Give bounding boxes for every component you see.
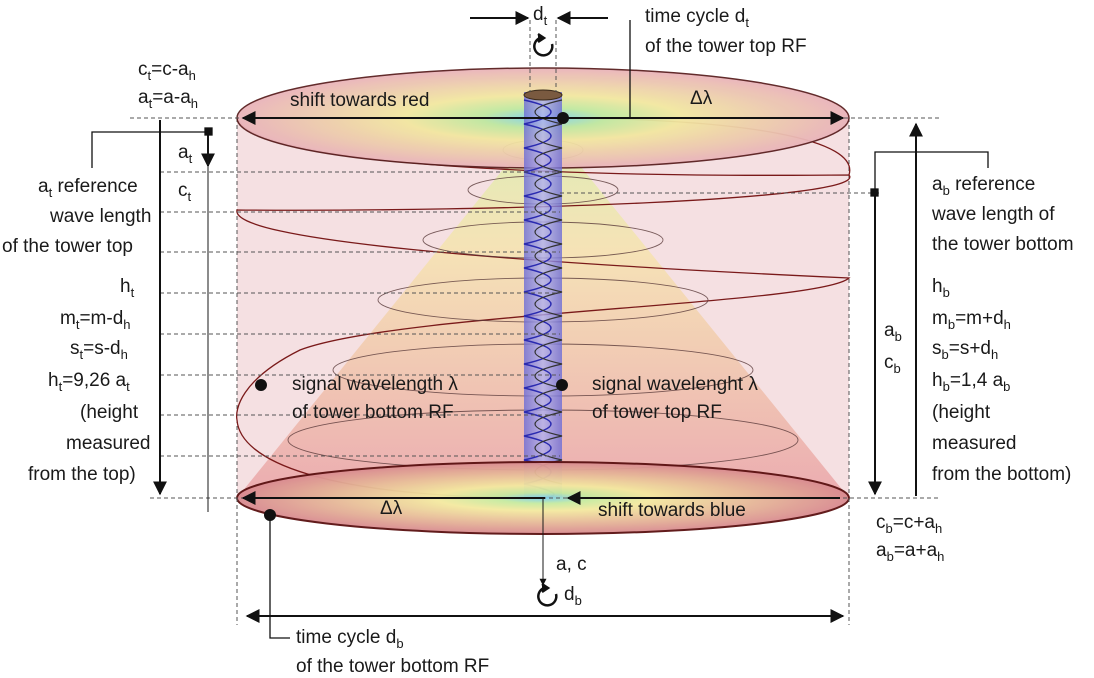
diagram-label: at reference [38,176,138,200]
diagram-label: ab [884,320,902,344]
diagram-label: signal wavelenght λ [592,374,758,395]
diagram-label: (height [932,402,991,423]
diagram-label: at=a-ah [138,87,198,111]
diagram-label: of the tower top [2,236,133,257]
diagram-label: mb=m+dh [932,308,1011,332]
diagram-label: hb [932,276,950,300]
diagram-label: a, c [556,554,587,575]
diagram-label: the tower bottom [932,234,1074,255]
diagram-label: of tower top RF [592,402,722,423]
diagram-label: at [178,142,193,166]
tower [523,89,563,499]
diagram-label: shift towards red [290,90,429,111]
marker-dots [255,112,569,521]
diagram-label: signal wavelength λ [292,374,458,395]
diagram-label: shift towards blue [598,500,746,521]
diagram-label: Δλ [380,498,403,519]
diagram-label: hb=1,4 ab [932,370,1010,394]
diagram-label: dt [533,4,548,28]
diagram-label: from the top) [28,464,136,485]
diagram-label: Δλ [690,88,713,109]
diagram-label: time cycle db [296,627,404,651]
diagram-label: ht=9,26 at [48,370,130,394]
diagram-label: wave length [49,206,151,227]
diagram-label: db [564,584,582,608]
diagram-label: time cycle dt [645,6,749,30]
diagram-label: cb=c+ah [876,512,942,536]
diagram-label: ct=c-ah [138,59,196,83]
diagram-label: measured [932,433,1017,454]
diagram-label: cb [884,352,901,376]
diagram-label: ab=a+ah [876,540,944,564]
diagram-label: ab reference [932,174,1035,198]
diagram-label: of the tower top RF [645,36,807,57]
diagram-label: ht [120,276,135,300]
diagram-label: measured [66,433,151,454]
leader-lines [91,20,989,639]
diagram-label: sb=s+dh [932,338,998,362]
diagram-label: of the tower bottom RF [296,656,489,677]
diagram-label: ct [178,180,192,204]
rotation-icon-top [533,32,554,57]
diagram-label: st=s-dh [70,338,128,362]
arrows [153,11,923,623]
diagram-label: (height [80,402,139,423]
rotation-icon-bottom [537,582,558,607]
diagram-label: from the bottom) [932,464,1071,485]
diagram-label: mt=m-dh [60,308,131,332]
diagram-label: wave length of [931,204,1055,225]
diagram-label: of tower bottom RF [292,402,454,423]
